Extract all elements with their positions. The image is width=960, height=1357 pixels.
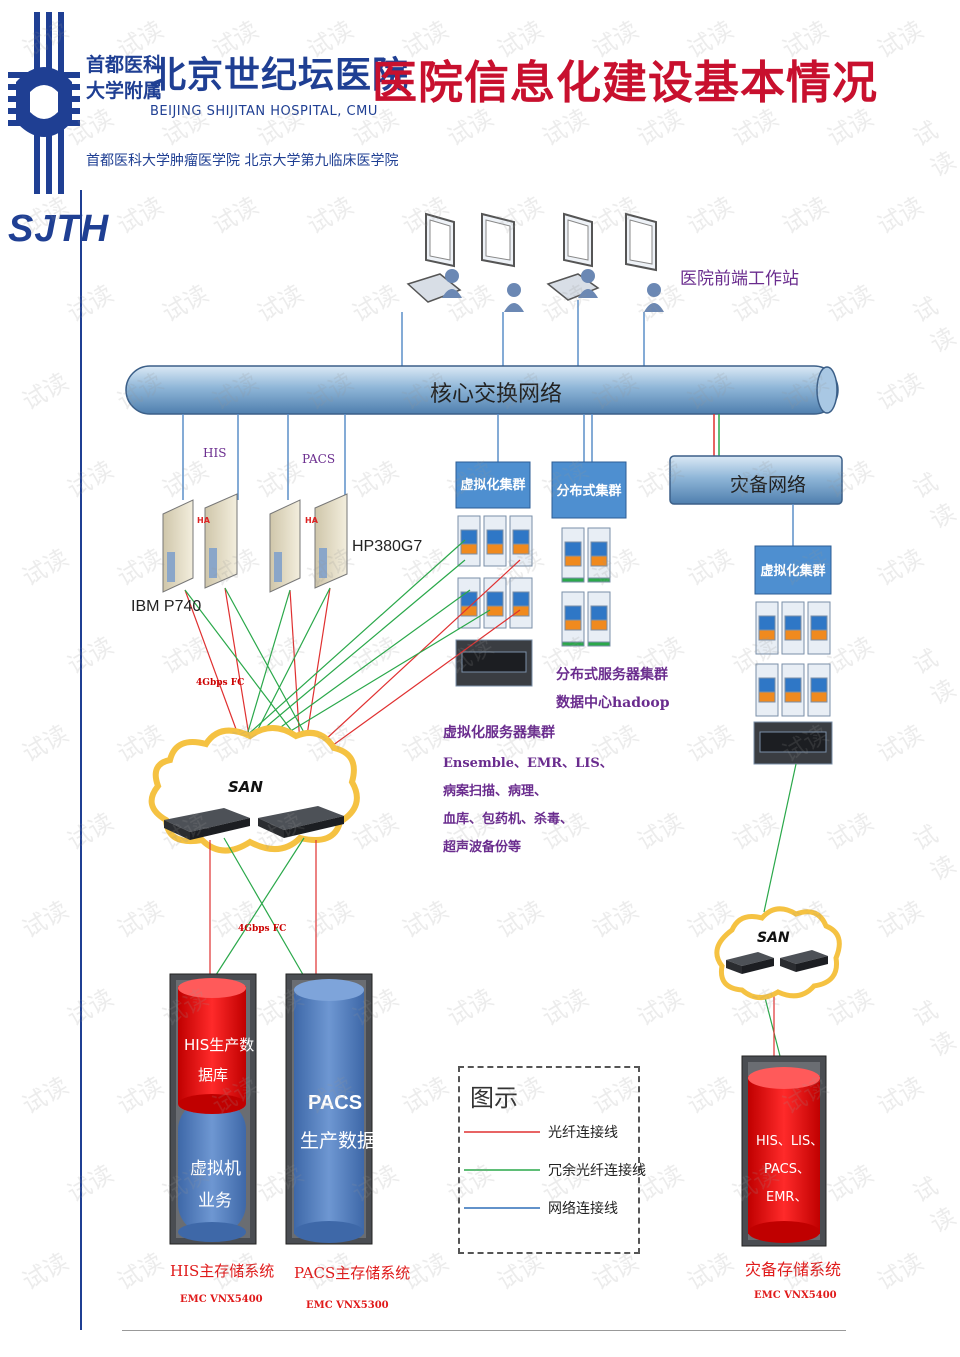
dr-network-pipe: [669, 455, 843, 505]
legend-lines: [464, 1131, 540, 1209]
dr-network-label: 灾备网络: [730, 474, 807, 496]
workstations: [406, 212, 664, 312]
core-to-servers: [182, 414, 593, 500]
dr-blades: [753, 601, 833, 765]
sjth-logo-text: SJTH: [8, 208, 110, 250]
hospital-logo: [8, 12, 80, 194]
dist-blades: [561, 527, 611, 647]
pacs-storage-model: EMC VNX5300: [306, 1300, 389, 1311]
his-storage-rack: [169, 973, 257, 1245]
physical-servers: [162, 493, 348, 593]
fiber-links: [184, 539, 521, 759]
dr-db-label-3: EMR、: [766, 1190, 808, 1205]
san-dr-label: SAN: [757, 930, 790, 946]
page-title: 医院信息化建设基本情况: [372, 56, 879, 109]
virt-cluster-label: 虚拟化集群: [460, 478, 526, 493]
virt-blades: [455, 515, 533, 687]
san-cloud-main: [148, 725, 360, 854]
dr-virt-cluster-label: 虚拟化集群: [760, 564, 826, 579]
ha-label-1: HA: [197, 516, 210, 525]
vm-biz-label-2: 业务: [198, 1191, 232, 1211]
ibm-label: IBM P740: [131, 598, 202, 615]
workstation-label: 医院前端工作站: [680, 269, 799, 289]
core-network-label: 核心交换网络: [430, 382, 563, 407]
legend-item-network: 网络连接线: [548, 1201, 618, 1217]
dist-caption-1: 分布式服务器集群: [556, 667, 668, 683]
virt-caption-line-1: Ensemble、EMR、LIS、: [443, 756, 613, 771]
his-storage-label: HIS主存储系统: [170, 1262, 275, 1280]
fc-label-1: 4Gbps FC: [196, 678, 245, 688]
pacs-storage-rack: [285, 973, 373, 1245]
pacs-db-label-1: PACS: [308, 1092, 363, 1114]
san-main-label: SAN: [228, 778, 263, 796]
hospital-name-en: BEIJING SHIJITAN HOSPITAL, CMU: [150, 104, 378, 119]
his-db-label-1: HIS生产数: [184, 1036, 255, 1054]
san-cloud-dr: [714, 906, 842, 1000]
virt-caption-line-3: 血库、包药机、杀毒、: [443, 812, 574, 827]
bottom-divider: [122, 1330, 846, 1331]
dr-storage-model: EMC VNX5400: [754, 1290, 837, 1301]
his-label: HIS: [203, 446, 227, 460]
pacs-db-label-2: 生产数据: [300, 1130, 377, 1152]
dr-db-label-1: HIS、LIS、: [756, 1134, 824, 1149]
pacs-storage-label: PACS主存储系统: [294, 1264, 411, 1282]
hp-label: HP380G7: [352, 538, 423, 555]
legend-title: 图示: [470, 1084, 518, 1112]
dr-db-label-2: PACS、: [764, 1162, 811, 1177]
dist-caption-2: 数据中心hadoop: [556, 695, 670, 711]
virt-caption-title: 虚拟化服务器集群: [443, 725, 555, 741]
core-to-dr-links: [713, 414, 720, 456]
university-line-2: 大学附属: [86, 80, 163, 102]
left-divider: [80, 190, 82, 1330]
ha-label-2: HA: [305, 516, 318, 525]
virt-caption-line-2: 病案扫描、病理、: [443, 784, 548, 799]
pacs-label: PACS: [302, 452, 336, 466]
virt-caption-line-4: 超声波备份等: [443, 840, 522, 855]
dist-cluster-label: 分布式集群: [556, 484, 622, 499]
vm-biz-label-1: 虚拟机: [190, 1159, 241, 1179]
dr-storage-rack: [741, 1055, 827, 1247]
core-network-pipe: [125, 365, 839, 415]
fc-label-2: 4Gbps FC: [238, 924, 287, 934]
legend-item-redundant-fiber: 冗余光纤连接线: [548, 1163, 646, 1179]
dr-storage-label: 灾备存储系统: [745, 1260, 842, 1279]
workstation-links: [401, 300, 645, 366]
hospital-name: 北京世纪坛医院: [150, 55, 410, 96]
his-db-label-2: 据库: [198, 1066, 229, 1084]
legend: [458, 1066, 640, 1254]
his-storage-model: EMC VNX5400: [180, 1294, 263, 1305]
hospital-subtitle: 首都医科大学肿瘤医学院 北京大学第九临床医学院: [86, 153, 399, 169]
university-line-1: 首都医科: [86, 54, 163, 76]
legend-item-fiber: 光纤连接线: [548, 1125, 618, 1141]
